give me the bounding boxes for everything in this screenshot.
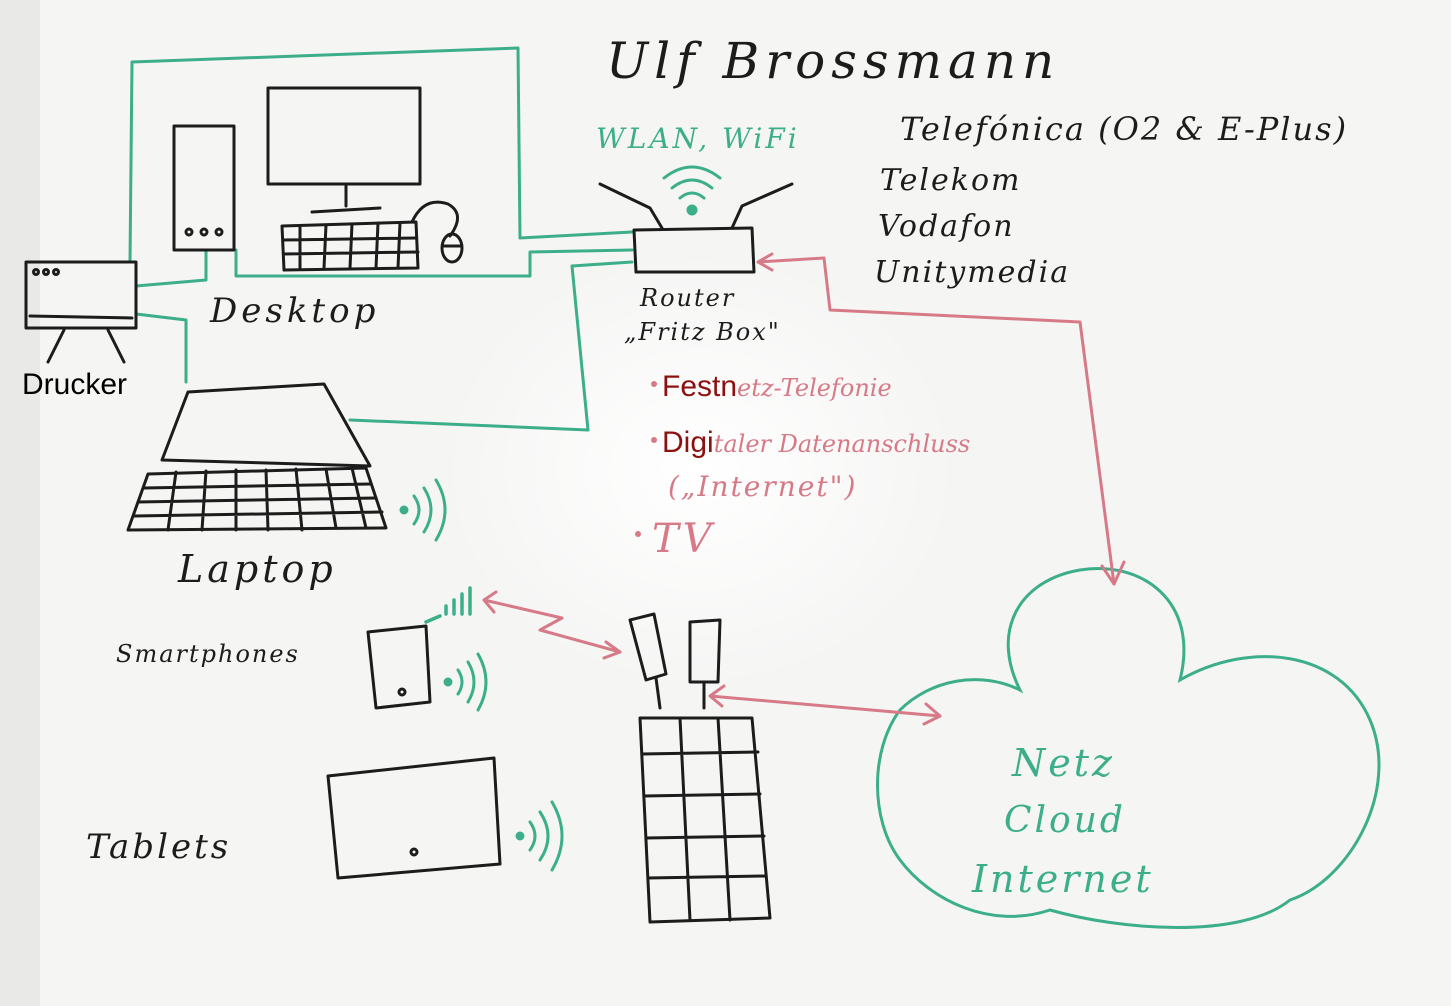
router-antenna-left (598, 182, 664, 230)
tower-to-cloud-link (708, 694, 942, 718)
cable-desktop-router (234, 248, 634, 278)
pc-tower (172, 124, 236, 252)
tower-mast (638, 716, 772, 924)
tablet-wifi-icon (515, 800, 564, 872)
smartphone-drawing (366, 624, 432, 710)
tablet-body (326, 756, 502, 880)
service-tv: TV (652, 516, 716, 562)
printer-body (24, 260, 138, 330)
laptop-drawing (126, 382, 388, 532)
diagram-title: Ulf Brossmann (606, 32, 1060, 90)
phone-wifi-icon (443, 652, 488, 712)
cable-top-loop (128, 46, 634, 264)
service-digital-overlay: Digi (662, 426, 714, 459)
light-glare (440, 250, 960, 690)
cable-laptop-router (348, 260, 634, 432)
tower-antenna-left (628, 612, 668, 682)
router-drawing (598, 182, 794, 274)
router-antenna-right (730, 182, 794, 230)
red-connections (482, 252, 1126, 726)
router-to-cloud-link (756, 256, 1116, 586)
cell-tower-drawing (628, 612, 772, 924)
ethernet-cables (128, 46, 634, 432)
laptop-wifi-icon (399, 478, 447, 542)
service-digital-rest: taler Datenanschluss (714, 430, 971, 458)
service-festnetz-overlay: Festn (662, 370, 737, 403)
service-festnetz-rest: etz-Telefonie (737, 374, 892, 402)
laptop-screen (160, 382, 372, 468)
bullet-tv (635, 531, 641, 537)
tower-antenna-right (688, 618, 722, 684)
tablets-label: Tablets (86, 827, 231, 867)
router-label: Router (639, 284, 735, 312)
printer-drawing (24, 260, 138, 364)
phone-to-tower-link (482, 598, 622, 654)
cable-printer-laptop (134, 312, 188, 384)
tablet-drawing (326, 756, 502, 880)
cloud-shape (876, 567, 1381, 929)
monitor (266, 86, 422, 186)
router-body (632, 226, 756, 274)
provider-telekom: Telekom (880, 163, 1021, 198)
drucker-label: Drucker (22, 368, 127, 401)
phone-body (366, 624, 432, 710)
cloud-label-internet: Internet (971, 857, 1154, 901)
wifi-label: WLAN, WiFi (596, 122, 800, 155)
cloud-label-netz: Netz (1011, 741, 1115, 785)
router-wifi-icon (662, 165, 722, 216)
service-digital: Digitaler Datenanschluss (662, 426, 970, 459)
cloud-label-cloud: Cloud (1004, 800, 1126, 841)
provider-vodafon: Vodafon (878, 209, 1015, 244)
phone-signal-icon (424, 586, 472, 624)
laptop-keyboard (126, 466, 388, 532)
smartphones-label: Smartphones (116, 640, 300, 668)
desktop-label: Desktop (209, 291, 379, 331)
service-festnetz: Festnetz-Telefonie (662, 370, 892, 403)
cable-printer-desktop (134, 248, 208, 288)
provider-telefonica: Telefónica (O2 & E-Plus) (900, 110, 1348, 148)
mouse (440, 232, 464, 264)
mouse-cable (410, 200, 459, 238)
bullet-digital (651, 437, 657, 443)
desktop-drawing (172, 86, 464, 272)
laptop-label: Laptop (177, 547, 337, 591)
service-internet: („Internet") (668, 470, 857, 503)
bullet-festnetz (651, 381, 657, 387)
board-shade-left (0, 0, 40, 1006)
provider-unitymedia: Unitymedia (874, 255, 1070, 290)
router-sublabel: „Fritz Box" (624, 318, 781, 346)
